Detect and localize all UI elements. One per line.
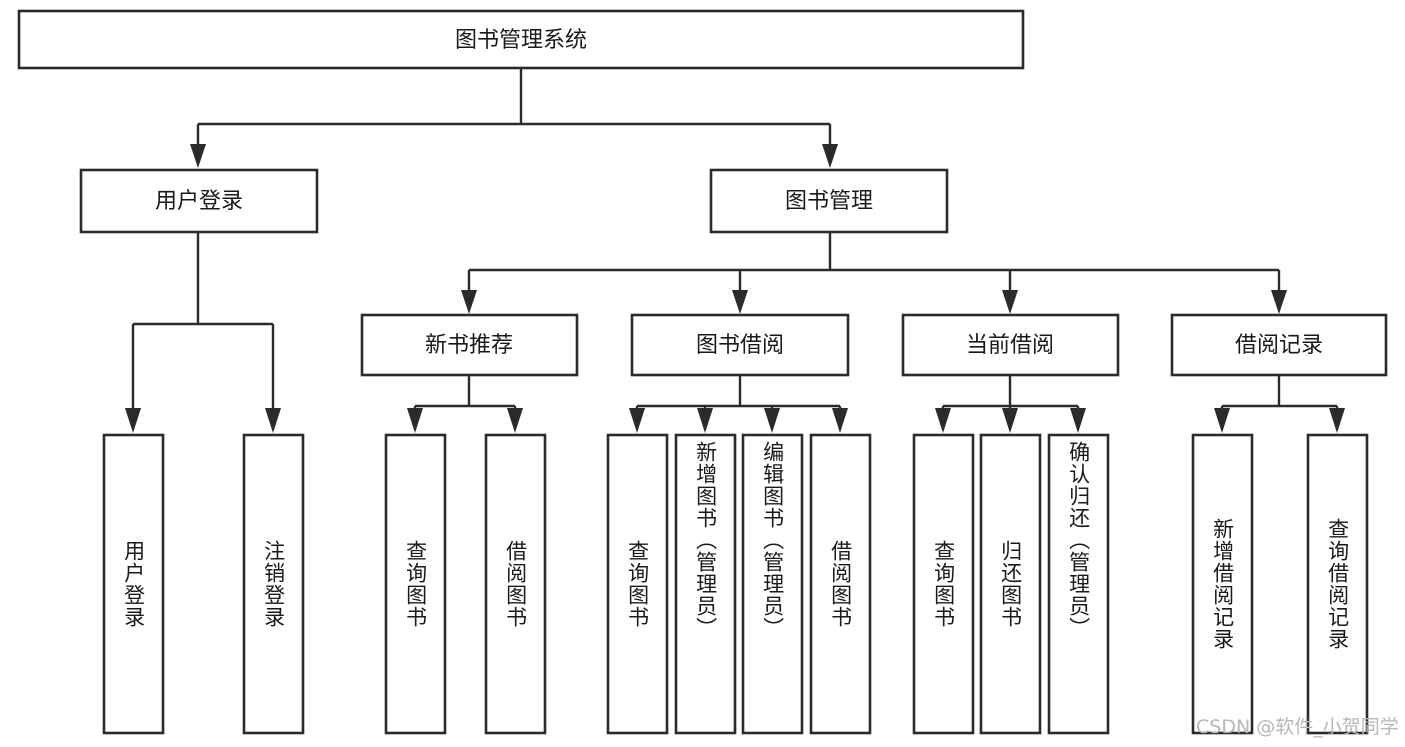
arrow-current-leaf-9 bbox=[935, 408, 951, 433]
node-root[interactable] bbox=[17, 9, 1025, 70]
node-leaf-11-label: 确认归还（管理员） bbox=[1066, 441, 1091, 639]
node-leaf-3-label: 查询图书 bbox=[403, 540, 428, 628]
node-leaf-11[interactable] bbox=[1047, 433, 1110, 735]
arrow-bm-newbook bbox=[461, 290, 477, 314]
arrow-borrow-leaf-5 bbox=[629, 408, 645, 433]
arrow-borrow-leaf-6 bbox=[697, 408, 713, 433]
node-leaf-12[interactable] bbox=[1191, 433, 1254, 735]
node-leaf-10-label: 归还图书 bbox=[998, 540, 1023, 628]
arrow-current-leaf-11 bbox=[1070, 408, 1086, 433]
node-borrow-label: 图书借阅 bbox=[696, 333, 784, 358]
node-leaf-6-label: 新增图书（管理员） bbox=[693, 441, 718, 639]
node-current[interactable] bbox=[901, 313, 1120, 377]
arrow-bm-borrow bbox=[732, 290, 748, 314]
connector-group-borrow bbox=[629, 376, 848, 433]
arrow-newbook-leaf-3 bbox=[407, 408, 423, 433]
node-leaf-13-label: 查询借阅记录 bbox=[1325, 518, 1350, 650]
node-leaf-4[interactable] bbox=[484, 433, 547, 735]
node-leaf-1[interactable] bbox=[102, 433, 165, 735]
node-leaf-8-label: 借阅图书 bbox=[828, 540, 853, 628]
node-login[interactable] bbox=[79, 168, 319, 234]
arrow-borrow-leaf-7 bbox=[764, 408, 780, 433]
connector-group-newbook bbox=[407, 376, 523, 433]
node-leaf-6[interactable] bbox=[674, 433, 737, 735]
node-leaf-2-label: 注销登录 bbox=[261, 540, 286, 628]
node-bookmgmt-label: 图书管理 bbox=[785, 189, 873, 214]
arrow-login-leaf-1 bbox=[125, 408, 141, 433]
node-root-label: 图书管理系统 bbox=[455, 28, 587, 53]
arrow-current-leaf-10 bbox=[1002, 408, 1018, 433]
node-leaf-5-label: 查询图书 bbox=[625, 540, 650, 628]
arrow-borrow-leaf-8 bbox=[832, 408, 848, 433]
node-leaf-3[interactable] bbox=[384, 433, 447, 735]
connector-group-record bbox=[1214, 376, 1345, 433]
arrow-login-leaf-2 bbox=[265, 408, 281, 433]
node-bookmgmt[interactable] bbox=[709, 168, 949, 234]
arrow-record-leaf-12 bbox=[1214, 408, 1230, 433]
node-leaf-9[interactable] bbox=[912, 433, 975, 735]
node-borrow[interactable] bbox=[630, 313, 850, 377]
connector-group-root bbox=[190, 69, 838, 168]
node-record[interactable] bbox=[1170, 313, 1388, 377]
node-record-label: 借阅记录 bbox=[1235, 333, 1323, 358]
node-leaf-13[interactable] bbox=[1306, 433, 1369, 735]
node-leaf-8[interactable] bbox=[809, 433, 872, 735]
node-leaf-7[interactable] bbox=[741, 433, 804, 735]
csdn-watermark: CSDN @软件_小贺同学 bbox=[1196, 716, 1399, 738]
node-leaf-4-label: 借阅图书 bbox=[503, 540, 528, 628]
node-leaf-9-label: 查询图书 bbox=[931, 540, 956, 628]
node-login-label: 用户登录 bbox=[155, 189, 243, 214]
arrow-root-to-login bbox=[190, 144, 206, 168]
arrow-bm-record bbox=[1271, 290, 1287, 314]
arrow-bm-current bbox=[1002, 290, 1018, 314]
node-leaf-5[interactable] bbox=[606, 433, 669, 735]
node-leaf-10[interactable] bbox=[979, 433, 1042, 735]
connector-group-login bbox=[125, 233, 281, 433]
arrow-newbook-leaf-4 bbox=[507, 408, 523, 433]
connector-group-current bbox=[935, 376, 1086, 433]
node-leaf-2[interactable] bbox=[242, 433, 305, 735]
arrow-record-leaf-13 bbox=[1329, 408, 1345, 433]
node-leaf-7-label: 编辑图书（管理员） bbox=[760, 441, 785, 639]
node-newbook[interactable] bbox=[360, 313, 579, 377]
node-newbook-label: 新书推荐 bbox=[425, 333, 513, 358]
node-current-label: 当前借阅 bbox=[966, 333, 1054, 358]
node-leaf-1-label: 用户登录 bbox=[121, 540, 146, 628]
connector-group-bookmgmt bbox=[461, 233, 1287, 314]
node-leaf-12-label: 新增借阅记录 bbox=[1210, 518, 1235, 650]
arrow-root-to-bookmgmt bbox=[822, 144, 838, 168]
